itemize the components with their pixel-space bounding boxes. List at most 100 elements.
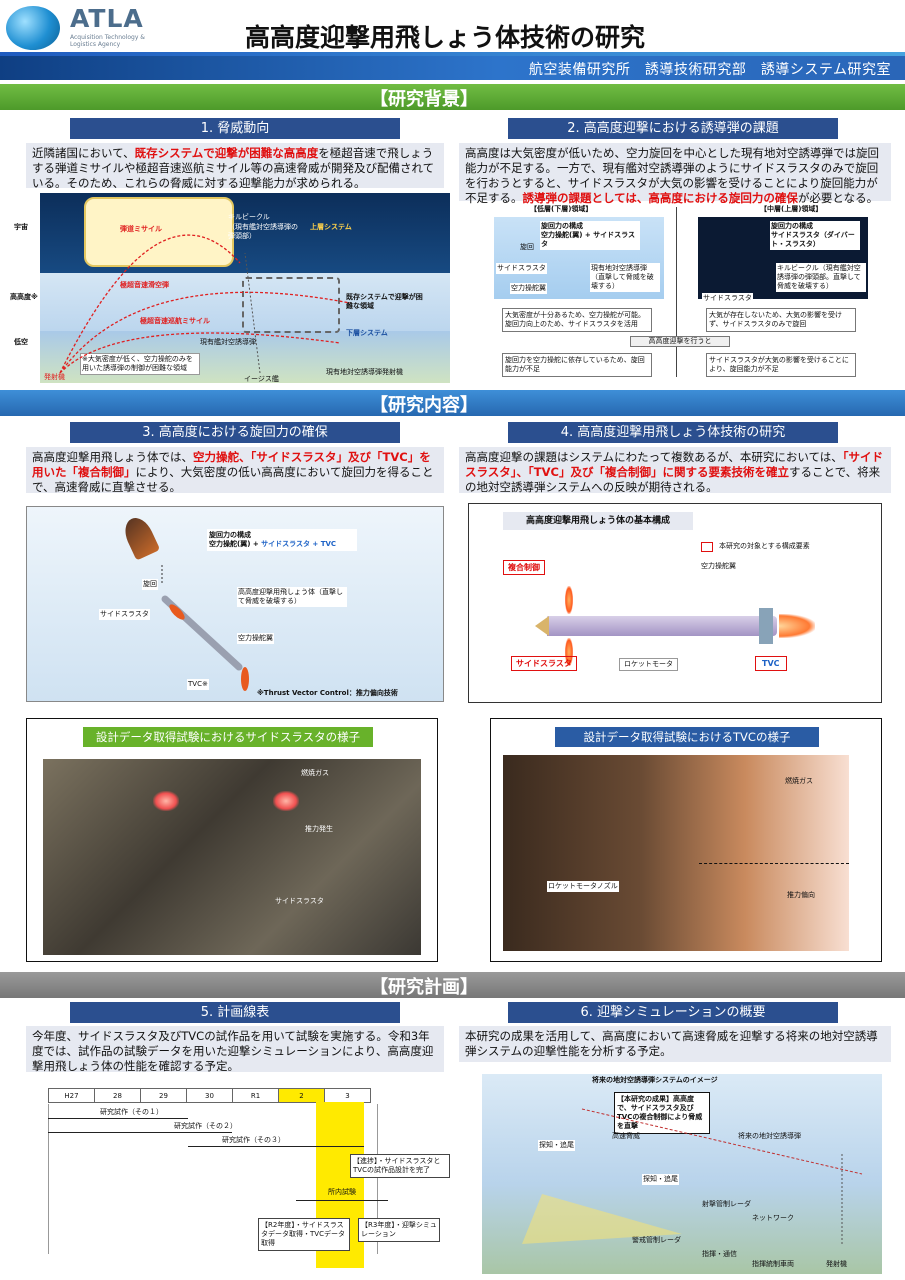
text-part: 旋回力の構成 xyxy=(541,222,583,230)
gantt-grid xyxy=(48,1104,378,1254)
year-cell: 2 xyxy=(278,1088,325,1103)
text-part: を極超音速で飛しょうする弾道ミサイルや極超音速巡航ミサイル等の高速脅威が開発及び… xyxy=(32,146,435,190)
aerofin-label: 空力操舵翼 xyxy=(237,633,274,644)
photo-label: 燃焼ガス xyxy=(785,777,813,785)
arrow-label: 高高度迎撃を行うと xyxy=(630,336,730,347)
legend-swatch xyxy=(701,542,713,552)
killvehicle-sub: （現有艦対空誘導弾の弾頭部） xyxy=(228,223,298,240)
alt-low-label: 低空 xyxy=(14,338,28,346)
research-text: 高高度迎撃の課題はシステムにわたって複数あるが、本研究においては、「サイドスラス… xyxy=(459,447,891,494)
text-part: により、大気密度の低い高高度において旋回力を得ることで、高速脅威に直撃させる。 xyxy=(32,465,434,494)
lower-system-label: 下層システム xyxy=(346,329,388,337)
left-region-title: 【低層(下層)領域】 xyxy=(530,205,593,213)
glide-label: 極超音速滑空弾 xyxy=(120,281,169,289)
fire-radar-label: 射撃管制レーダ xyxy=(702,1200,751,1208)
heading-simulation: 6. 迎撃シミュレーションの概要 xyxy=(508,1002,838,1023)
trajectory-lines xyxy=(59,234,351,374)
text-highlight: 既存システムで迎撃が困難な高高度 xyxy=(134,146,319,160)
turning-text: 高高度迎撃用飛しょう体では、空力操舵、「サイドスラスタ」及び「TVC」を用いた「… xyxy=(26,447,444,494)
r2-note: 【R2年度】・サイドスラスタデータ取得・TVCデータ取得 xyxy=(258,1218,350,1251)
text-highlight: 空力操舵、「サイドスラスタ」及び「TVC」を用いた「複合制御」 xyxy=(32,450,431,479)
photo-label: 推力偏向 xyxy=(787,891,815,899)
text-part: 空力操舵(翼) + xyxy=(209,540,262,548)
schedule-text: 今年度、サイドスラスタ及びTVCの試作品を用いて試験を実施する。令和3年度では、… xyxy=(26,1026,444,1073)
section-title: 【研究内容】 xyxy=(370,395,478,416)
photo-label: ロケットモータノズル xyxy=(547,881,619,892)
section-title: 【研究背景】 xyxy=(370,89,478,110)
right-method: 旋回力の構成サイドスラスタ（ダイバート・スラスタ） xyxy=(770,221,860,250)
gap-zone xyxy=(242,277,340,333)
rocket-motor-label: ロケットモータ xyxy=(619,658,678,671)
left-result: 旋回力を空力操舵に依存しているため、旋回能力が不足 xyxy=(502,353,652,377)
logo-text: ATLA xyxy=(70,4,144,33)
right-region-title: 【中層(上層)領域】 xyxy=(760,205,823,213)
right-result: サイドスラスタが大気の影響を受けることにより、旋回能力が不足 xyxy=(706,353,856,377)
sidethruster-label: サイドスラスタ xyxy=(496,263,547,274)
gantt-years: H27 28 29 30 R1 2 3 xyxy=(48,1088,371,1103)
rotate-label: 旋回 xyxy=(520,243,534,251)
text-part: 高高度迎撃の課題はシステムにわたって複数あるが、本研究においては、 xyxy=(465,450,843,464)
section-band-plan: 【研究計画】 xyxy=(0,972,905,998)
ground-sam-label: 現有地対空誘導弾発射機 xyxy=(326,368,403,376)
current-sam-note: 現有地対空誘導弾（直撃して脅威を破壊する） xyxy=(590,263,660,292)
cruise-label: 極超音速巡航ミサイル xyxy=(140,317,210,325)
killvehicle-note: キルビークル（現有艦対空誘導弾の弾頭部。直撃して脅威を破壊する） xyxy=(776,263,866,292)
right-note: 大気が存在しないため、大気の影響を受けず、サイドスラスタのみで旋回 xyxy=(706,308,856,332)
text-part: 旋回力の構成 xyxy=(209,531,251,539)
upper-system-label: 上層システム xyxy=(310,223,352,231)
issues-figure: 【低層(下層)領域】 【中層(上層)領域】 旋回力の構成空力操舵(翼) + サイ… xyxy=(480,205,870,385)
launcher-label: 発射機 xyxy=(826,1260,847,1268)
header xyxy=(0,0,905,56)
track-label: 探知・追尾 xyxy=(538,1140,575,1151)
left-note: 大気密度が十分あるため、空力操舵が可能。旋回力向上のため、サイドスラスタを活用 xyxy=(502,308,652,332)
logo-subtitle: Acquisition Technology & Logistics Agenc… xyxy=(70,34,145,48)
page-title: 高高度迎撃用飛しょう体技術の研究 xyxy=(245,23,646,52)
exhaust-glow xyxy=(273,791,299,811)
tail-fin xyxy=(759,608,773,644)
killvehicle-label: キルビークル xyxy=(228,213,270,221)
sidethruster-photo-panel: 設計データ取得試験におけるサイドスラスタの様子 燃焼ガス 推力発生 サイドスラス… xyxy=(26,718,438,962)
text-part: 旋回力の構成 xyxy=(771,222,813,230)
aerofin-label: 空力操舵翼 xyxy=(701,562,736,570)
gantt-row-label: 研究試作（その１） xyxy=(100,1108,163,1116)
command-label: 指揮・通信 xyxy=(702,1250,737,1258)
high-altitude-layer xyxy=(40,273,450,331)
photo-label: 推力発生 xyxy=(305,825,333,833)
nose-cone xyxy=(535,616,549,636)
gantt-row-label: 研究試作（その２） xyxy=(174,1122,237,1130)
future-sam-label: 将来の地対空誘導弾 xyxy=(738,1132,801,1140)
year-cell: H27 xyxy=(48,1088,95,1103)
warning-radar-label: 警戒管制レーダ xyxy=(632,1236,681,1244)
config-figure: 高高度迎撃用飛しょう体の基本構成 本研究の対象とする構成要素 複合制御 空力操舵… xyxy=(468,503,882,703)
gantt-bar xyxy=(296,1200,388,1201)
gantt-bar xyxy=(48,1132,232,1133)
text-part: 空力操舵(翼) + サイドスラスタ xyxy=(541,231,635,248)
progress-note: 【進捗】・サイドスラスタとTVCの試作品設計を完了 xyxy=(350,1154,450,1178)
section-title: 【研究計画】 xyxy=(370,977,478,998)
left-method: 旋回力の構成空力操舵(翼) + サイドスラスタ xyxy=(540,221,640,250)
sidethruster-label: サイドスラスタ xyxy=(511,656,577,671)
gantt-row-label: 所内試験 xyxy=(328,1188,356,1196)
exhaust-glow xyxy=(153,791,179,811)
simulation-text: 本研究の成果を活用して、高高度において高速脅威を迎撃する将来の地対空誘導弾システ… xyxy=(459,1026,891,1062)
ballistic-zone xyxy=(84,197,234,267)
threat-figure: 宇宙 高高度※ 低空 キルビークル （現有艦対空誘導弾の弾頭部） 上層システム … xyxy=(10,193,450,393)
heading-interceptor-issues: 2. 高高度迎撃における誘導弾の課題 xyxy=(508,118,838,139)
tvc-photo: 燃焼ガス ロケットモータノズル 推力偏向 xyxy=(503,755,849,951)
text-part: 近隣諸国において、 xyxy=(32,146,135,160)
aerofin-label: 空力操舵翼 xyxy=(510,283,547,294)
sim-trajectories xyxy=(522,1108,863,1244)
threat-note: ※大気密度が低く、空力操舵のみを用いた誘導弾の制御が困難な領域 xyxy=(80,353,200,375)
sidethruster-photo: 燃焼ガス 推力発生 サイドスラスタ xyxy=(43,759,421,955)
rocket-body xyxy=(547,616,777,636)
legend-label: 本研究の対象とする構成要素 xyxy=(719,542,810,550)
turning-figure: 旋回力の構成空力操舵(翼) + サイドスラスタ + TVC 旋回 サイドスラスタ… xyxy=(26,506,444,702)
heading-threat-trends: 1. 脅威動向 xyxy=(70,118,400,139)
photo-label: 燃焼ガス xyxy=(301,769,329,777)
text-part: することで、将来の地対空誘導弾システムへの反映が期待される。 xyxy=(465,465,881,494)
sim-title: 将来の地対空誘導弾システムのイメージ xyxy=(592,1076,718,1084)
tvc-label: TVC※ xyxy=(187,679,209,690)
track-label: 探知・追尾 xyxy=(642,1174,679,1185)
department-bar: 航空装備研究所 誘導技術研究部 誘導システム研究室 xyxy=(0,56,905,80)
alt-high-label: 高高度※ xyxy=(10,293,38,301)
